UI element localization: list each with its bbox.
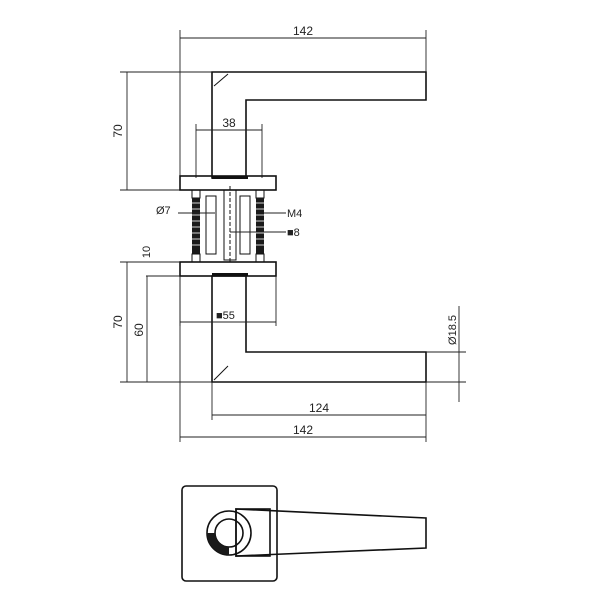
dim-grip-length: 124 xyxy=(211,382,427,420)
bottom-rose xyxy=(179,253,277,277)
bottom-bolt-head-left xyxy=(191,253,201,263)
dim-bottom-width: 142 xyxy=(179,276,427,442)
dim-bottom-width-label: 142 xyxy=(293,423,313,437)
dim-bottom-height-label: 70 xyxy=(111,315,125,329)
dim-rose-width-label: ■55 xyxy=(216,310,235,322)
spindle xyxy=(205,186,251,264)
dim-top-height: 70 xyxy=(111,71,212,191)
thread-label: M4 xyxy=(287,208,302,220)
dim-rose-to-grip-label: 60 xyxy=(132,323,146,337)
dim-top-height-label: 70 xyxy=(111,124,125,138)
top-lever-outline xyxy=(211,71,427,179)
top-rose-neck xyxy=(212,176,248,179)
dim-bottom-height: 70 xyxy=(111,262,212,383)
front-lever-neck xyxy=(235,508,271,557)
bolt-diameter-label: Ø7 xyxy=(156,205,171,217)
dim-rose-thickness-label: 10 xyxy=(141,246,153,258)
top-bolt-head-right xyxy=(255,189,265,199)
front-view xyxy=(181,485,427,582)
top-lever-bevel xyxy=(213,73,229,87)
dim-top-width: 142 xyxy=(179,24,427,186)
top-lever xyxy=(211,71,427,179)
front-rose-square xyxy=(181,485,278,582)
top-rose xyxy=(179,175,277,199)
bottom-lever-outline xyxy=(211,275,427,383)
bottom-bolt-head-right xyxy=(255,253,265,263)
dim-grip-diameter-label: Ø18.5 xyxy=(447,315,459,345)
bolt-right xyxy=(256,198,264,254)
spindle-sleeve-right xyxy=(239,195,251,255)
bottom-lever xyxy=(211,275,427,383)
dim-rose-to-grip: 60 xyxy=(132,276,148,382)
bolt-left xyxy=(192,198,200,254)
dim-rose-thickness: 10 xyxy=(120,246,180,277)
bolts xyxy=(192,198,264,254)
front-lever-grip xyxy=(235,508,427,557)
dim-grip-diameter: Ø18.5 xyxy=(426,306,466,402)
front-rose-ring-shadow xyxy=(207,533,229,555)
dim-top-width-label: 142 xyxy=(293,24,313,38)
top-bolt-head-left xyxy=(191,189,201,199)
bottom-lever-bevel xyxy=(213,365,229,381)
dim-grip-length-label: 124 xyxy=(309,401,329,415)
spindle-label: ■8 xyxy=(287,227,300,239)
front-rose-ring-inner xyxy=(214,518,244,548)
dim-rose-width: ■55 xyxy=(179,276,277,326)
dim-spacing-label: 38 xyxy=(222,116,236,130)
dim-spacing: 38 xyxy=(195,116,263,178)
spindle-sleeve-left xyxy=(205,195,217,255)
fixing-callouts: Ø7 M4 ■8 xyxy=(156,205,302,239)
bottom-rose-neck xyxy=(212,273,248,276)
